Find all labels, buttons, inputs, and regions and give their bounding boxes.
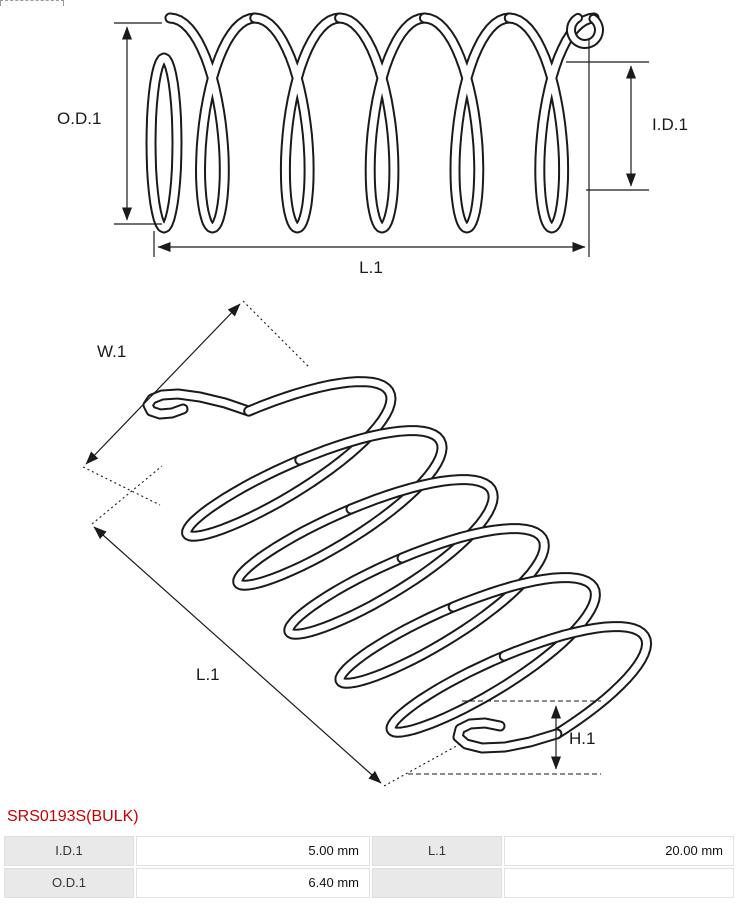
l1-iso-dimension: L.1 [91, 465, 461, 787]
l1-side-label: L.1 [359, 258, 383, 277]
w1-label: W.1 [97, 342, 126, 361]
id1-label: I.D.1 [652, 115, 688, 134]
id1-dimension: I.D.1 [566, 61, 688, 191]
spring-diagram: O.D.1 I.D.1 L.1 W.1 L.1 [57, 12, 688, 787]
spec-value-cell: 20.00 mm [504, 836, 734, 866]
spring-side-view [145, 12, 604, 234]
extension-line [91, 465, 163, 525]
spec-label-cell: L.1 [372, 836, 502, 866]
dimension-arrow [85, 303, 241, 465]
od1-dimension: O.D.1 [57, 22, 162, 225]
l1-side-dimension: L.1 [153, 38, 590, 277]
spec-label-cell [372, 868, 502, 898]
spring-isometric-view [142, 376, 653, 754]
dimension-arrow [93, 526, 382, 784]
spec-value-cell: 6.40 mm [136, 868, 370, 898]
w1-dimension: W.1 [82, 300, 311, 506]
extension-line [383, 743, 461, 787]
spec-value-cell: 5.00 mm [136, 836, 370, 866]
spec-value-cell [504, 868, 734, 898]
spec-table: I.D.1 5.00 mm L.1 20.00 mm O.D.1 6.40 mm [4, 836, 734, 898]
l1-iso-label: L.1 [196, 665, 220, 684]
part-number[interactable]: SRS0193S(BULK) [7, 808, 139, 825]
spec-label-cell: O.D.1 [4, 868, 134, 898]
dashed-border-fragment [0, 0, 64, 6]
od1-label: O.D.1 [57, 109, 101, 128]
extension-line [242, 300, 311, 369]
h1-dimension: H.1 [408, 700, 601, 775]
h1-label: H.1 [569, 729, 595, 748]
extension-line [82, 466, 161, 506]
spec-label-cell: I.D.1 [4, 836, 134, 866]
